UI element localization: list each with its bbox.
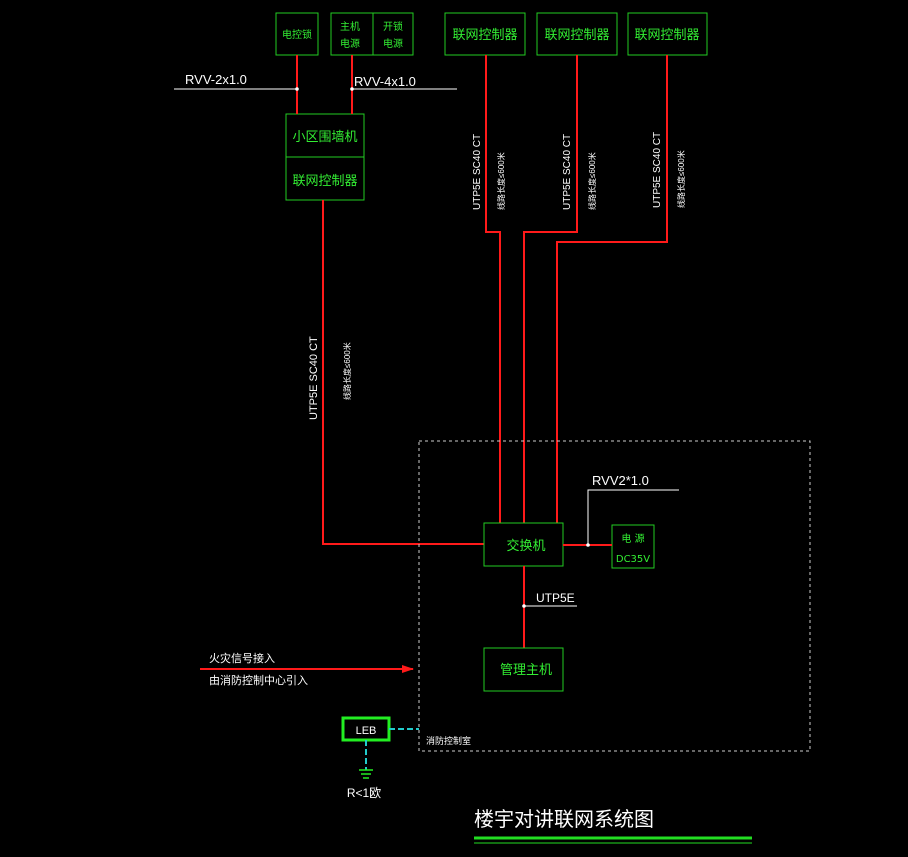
fire-signal-arrow [402, 665, 414, 673]
rvv-4x1-label: RVV-4x1.0 [354, 74, 416, 89]
wall-unit-upper-label: 小区围墙机 [292, 130, 357, 145]
utp-main-label: UTP5E SC40 CT [308, 336, 320, 420]
utp-c1-note: 线路长度≤600米 [496, 152, 506, 210]
host-power-label-1: 主机 [340, 20, 360, 33]
power-supply-label-1: 电 源 [621, 532, 644, 545]
utp5e-label: UTP5E [536, 591, 575, 605]
switch-power-box [372, 12, 414, 56]
utp-c3-label: UTP5E SC40 CT [652, 132, 663, 208]
fire-signal-line1: 火灾信号接入 [209, 651, 275, 665]
wire-controller-1 [485, 55, 501, 523]
tick-rvv-4x1 [350, 87, 354, 91]
utp-main-note: 线路长度≤600米 [342, 342, 352, 400]
diagram-title: 楼宇对讲联网系统图 [474, 808, 654, 831]
leb-label: LEB [356, 725, 377, 737]
switch-power-label-1: 开锁 [383, 20, 403, 33]
rvv2-label: RVV2*1.0 [592, 473, 649, 488]
wire-wall-to-switch [322, 200, 484, 545]
wire-controller-2 [523, 55, 578, 523]
net-controller-3-label: 联网控制器 [634, 28, 699, 43]
utp-c1-label: UTP5E SC40 CT [472, 134, 483, 210]
wire-controller-3 [556, 55, 668, 523]
power-supply-label-2: DC35V [616, 554, 650, 565]
tick-rvv2 [586, 543, 590, 547]
control-room-label: 消防控制室 [426, 735, 471, 746]
management-host-box [483, 647, 564, 692]
switch-label: 交换机 [506, 538, 545, 554]
wall-unit-lower-label: 联网控制器 [292, 174, 357, 189]
utp-c2-label: UTP5E SC40 CT [562, 134, 573, 210]
control-room-boundary [418, 440, 811, 752]
management-host-label: 管理主机 [500, 663, 552, 678]
switch-power-label-2: 电源 [383, 37, 403, 50]
power-supply-box [611, 524, 655, 569]
tick-utp5e [522, 604, 526, 608]
host-power-label-2: 电源 [340, 37, 360, 50]
leader-rvv2 [587, 489, 679, 545]
utp-c2-note: 线路长度≤600米 [587, 152, 597, 210]
tick-rvv-2x1 [295, 87, 299, 91]
fire-signal-line2: 由消防控制中心引入 [209, 673, 308, 687]
utp-c3-note: 线路长度≤600米 [676, 150, 686, 208]
net-controller-1-label: 联网控制器 [452, 28, 517, 43]
net-controller-2-label: 联网控制器 [544, 28, 609, 43]
ground-resistance-label: R<1欧 [347, 786, 381, 800]
rvv-2x1-label: RVV-2x1.0 [185, 72, 247, 87]
ground-icon [359, 769, 373, 779]
electric-lock-label: 电控锁 [282, 28, 312, 41]
